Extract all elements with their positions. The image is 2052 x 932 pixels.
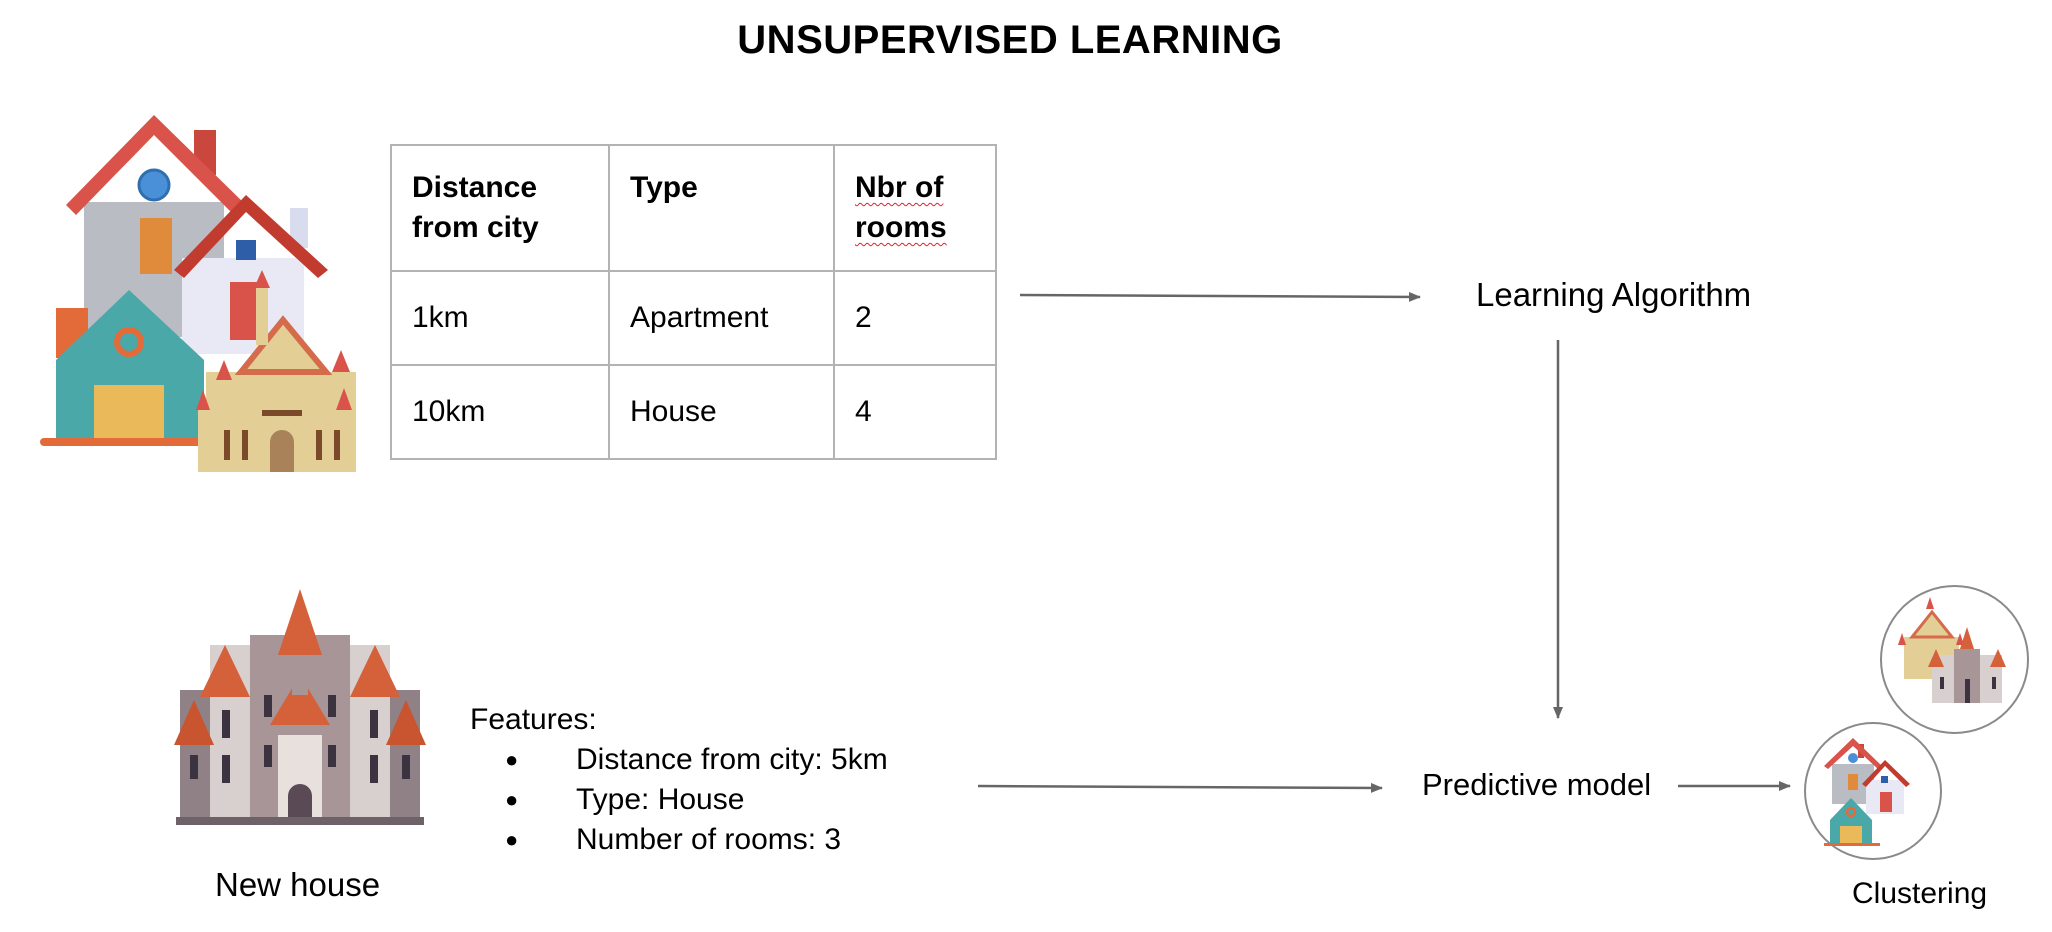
table-row: 1km Apartment 2 xyxy=(390,270,997,366)
castles-cluster-icon xyxy=(1898,597,2006,703)
table-row: 10km House 4 xyxy=(390,364,997,460)
table-cell: House xyxy=(608,364,835,460)
feature-item-distance: Distance from city: 5km xyxy=(470,740,888,780)
table-cell: 1km xyxy=(390,270,610,366)
clustering-label: Clustering xyxy=(1852,877,1988,910)
houses-cluster-icon xyxy=(1824,738,1910,846)
arrow-table-to-algorithm xyxy=(1019,291,1421,302)
features-list: Features: Distance from city: 5km Type: … xyxy=(470,700,888,860)
table-cell: 2 xyxy=(833,270,997,366)
table-cell: Apartment xyxy=(608,270,835,366)
feature-item-type: Type: House xyxy=(470,780,888,820)
column-header-rooms-text: Nbr of rooms xyxy=(855,171,947,244)
predictive-model-label: Predictive model xyxy=(1422,767,1652,802)
features-heading: Features: xyxy=(470,703,597,736)
training-data-table: Distance from city Type Nbr of rooms 1km… xyxy=(390,144,997,460)
castle-icon xyxy=(174,589,426,825)
column-header-distance: Distance from city xyxy=(390,144,610,272)
column-header-rooms: Nbr of rooms xyxy=(833,144,997,272)
feature-item-rooms: Number of rooms: 3 xyxy=(470,820,888,860)
learning-algorithm-label: Learning Algorithm xyxy=(1476,276,1752,313)
cluster-castles xyxy=(1880,585,2029,734)
table-cell: 4 xyxy=(833,364,997,460)
houses-group-icon xyxy=(40,115,356,472)
table-cell: 10km xyxy=(390,364,610,460)
table-header-row: Distance from city Type Nbr of rooms xyxy=(390,144,997,272)
cluster-houses xyxy=(1804,722,1942,860)
column-header-type: Type xyxy=(608,144,835,272)
arrow-features-to-model xyxy=(977,782,1383,793)
page-title: UNSUPERVISED LEARNING xyxy=(737,18,1283,62)
new-house-label: New house xyxy=(215,866,381,903)
